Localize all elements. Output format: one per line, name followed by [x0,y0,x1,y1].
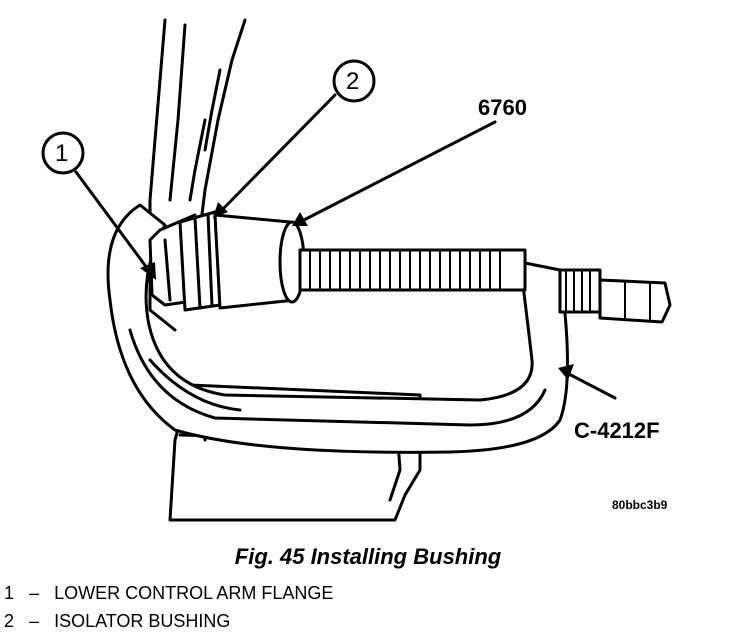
forcing-screw [298,248,672,324]
legend-text: ISOLATOR BUSHING [54,611,231,631]
arrowhead-1 [140,262,156,280]
figure-caption: Fig. 45 Installing Bushing [234,544,502,569]
arrowhead-6760 [292,212,308,226]
c-clamp-frame [106,203,569,454]
callout-6760-leader [298,120,497,224]
image-id: 80bbc3b9 [612,498,668,512]
callout-1-label: 1 [55,140,69,167]
legend-dash: – [29,611,40,631]
isolator-bushing [178,210,222,312]
legend-number: 1 [4,583,15,603]
legend-number: 2 [4,611,15,631]
legend-item: 1 – LOWER CONTROL ARM FLANGE [4,583,333,604]
legend-text: LOWER CONTROL ARM FLANGE [54,583,334,603]
receiver-cup-6760 [213,213,306,310]
callout-2-marker [218,59,376,214]
arrowhead-c4212f [558,364,574,380]
tool-6760-label: 6760 [478,95,527,120]
arrowhead-2 [213,202,228,218]
callout-c4212f-leader [563,370,617,400]
tool-c4212f-label: C-4212F [574,418,660,443]
legend-item: 2 – ISOLATOR BUSHING [4,611,230,632]
legend-dash: – [29,583,40,603]
callout-2-label: 2 [346,68,360,95]
callout-1-marker [41,131,152,274]
